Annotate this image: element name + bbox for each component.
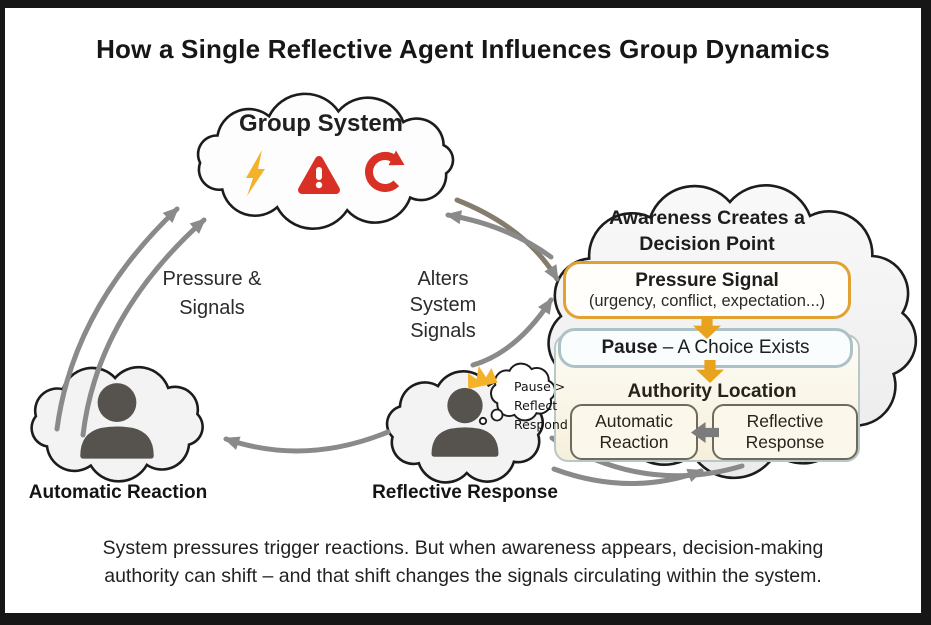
arrow-reflective-to-automatic bbox=[223, 429, 391, 454]
thought-bubble-text: Pause > Reflect Respond bbox=[514, 377, 568, 434]
arrow-automatic-to-system-1 bbox=[54, 206, 180, 432]
alters-system-label: Alters System Signals bbox=[410, 266, 477, 344]
label-line: System bbox=[409, 294, 477, 316]
heading-line: Awareness Creates a bbox=[609, 207, 805, 229]
warning-icon bbox=[298, 156, 340, 194]
thought-bubble-dot bbox=[490, 408, 504, 422]
awareness-heading: Awareness Creates a Decision Point bbox=[609, 205, 805, 257]
automatic-reaction-label: Automatic Reaction bbox=[28, 482, 208, 503]
pause-bold: Pause bbox=[601, 337, 658, 358]
label-line: Signals bbox=[179, 297, 245, 319]
thought-bubble bbox=[490, 362, 556, 422]
caption-line: authority can shift – and that shift cha… bbox=[104, 564, 822, 587]
thought-line: Pause > bbox=[514, 379, 566, 394]
arrow-reflective-to-awareness bbox=[470, 297, 554, 368]
crown-icon bbox=[467, 365, 498, 389]
label-line: Pressure & bbox=[162, 268, 262, 290]
caption-line: System pressures trigger reactions. But … bbox=[102, 537, 824, 559]
arrow-reflective-to-awareness-bottom bbox=[551, 466, 704, 486]
arrow-automatic-to-system-2 bbox=[80, 217, 207, 438]
label-line: Alters bbox=[417, 268, 469, 290]
diagram-title: How a Single Reflective Agent Influences… bbox=[96, 34, 830, 64]
cycle-icon bbox=[365, 150, 405, 192]
lightning-icon bbox=[246, 150, 265, 196]
arrow-awareness-to-system bbox=[445, 210, 554, 260]
group-system-label: Group System bbox=[238, 110, 404, 137]
thought-line: Respond bbox=[514, 417, 568, 432]
authority-location-title: Authority Location bbox=[627, 381, 797, 402]
pressure-signals-label: Pressure & Signals bbox=[163, 265, 262, 323]
heading-line: Decision Point bbox=[639, 233, 775, 255]
authority-option-automatic: Automatic Reaction bbox=[570, 404, 698, 460]
pressure-signal-subtitle: (urgency, conflict, expectation...) bbox=[588, 291, 826, 310]
automatic-agent-cloud bbox=[30, 365, 204, 483]
label-line: Signals bbox=[410, 320, 476, 342]
group-system-cloud bbox=[196, 92, 455, 230]
reflective-response-label: Reflective Response bbox=[372, 482, 558, 503]
arrow-system-to-awareness bbox=[454, 197, 560, 282]
thought-bubble-dot bbox=[478, 416, 488, 426]
authority-option-reflective: Reflective Response bbox=[712, 404, 858, 460]
pressure-signal-box: Pressure Signal (urgency, conflict, expe… bbox=[563, 261, 851, 319]
diagram-canvas: How a Single Reflective Agent Influences… bbox=[5, 8, 921, 613]
thought-line: Reflect bbox=[514, 398, 558, 413]
pause-rest: – A Choice Exists bbox=[657, 337, 810, 358]
diagram-caption: System pressures trigger reactions. But … bbox=[5, 535, 921, 590]
pressure-signal-title: Pressure Signal bbox=[635, 269, 779, 291]
